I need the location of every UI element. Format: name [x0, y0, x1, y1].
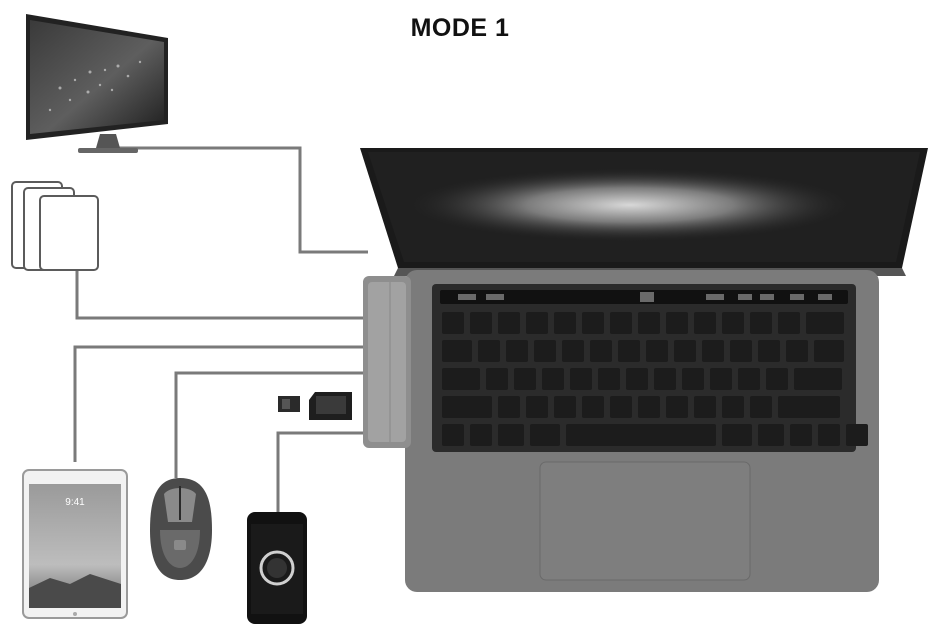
keyboard-key — [570, 368, 592, 390]
keyboard-key — [498, 396, 520, 418]
keyboard-key — [846, 424, 868, 446]
keyboard-key — [470, 312, 492, 334]
keyboard-key — [498, 424, 524, 446]
tablet-clock: 9:41 — [65, 497, 85, 508]
keyboard-key — [442, 312, 464, 334]
keyboard-key — [526, 312, 548, 334]
keyboard-key — [778, 396, 840, 418]
keyboard-key — [710, 368, 732, 390]
keyboard-key — [722, 396, 744, 418]
smartphone-icon — [247, 512, 307, 624]
keyboard-key — [486, 368, 508, 390]
keyboard-key — [566, 424, 716, 446]
keyboard — [442, 312, 868, 446]
keyboard-key — [738, 368, 760, 390]
keyboard-key — [702, 340, 724, 362]
keyboard-key — [610, 396, 632, 418]
tablet-icon: 9:41 — [22, 469, 128, 619]
keyboard-key — [542, 368, 564, 390]
keyboard-key — [818, 424, 840, 446]
keyboard-key — [498, 312, 520, 334]
keyboard-key — [442, 368, 480, 390]
keyboard-key — [694, 312, 716, 334]
keyboard-key — [478, 340, 500, 362]
keyboard-key — [442, 340, 472, 362]
keyboard-key — [778, 312, 800, 334]
keyboard-key — [554, 312, 576, 334]
keyboard-key — [582, 396, 604, 418]
cable-monitor — [110, 146, 368, 254]
keyboard-key — [790, 424, 812, 446]
keyboard-key — [610, 312, 632, 334]
keyboard-key — [722, 424, 752, 446]
keyboard-key — [666, 312, 688, 334]
keyboard-key — [694, 396, 716, 418]
keyboard-key — [766, 368, 788, 390]
keyboard-key — [794, 368, 842, 390]
keyboard-key — [722, 312, 744, 334]
usb-c-hub-icon — [363, 276, 411, 448]
cable-mouse — [174, 371, 368, 478]
monitor-icon — [26, 14, 168, 153]
keyboard-key — [786, 340, 808, 362]
keyboard-key — [554, 396, 576, 418]
keyboard-key — [758, 340, 780, 362]
keyboard-key — [638, 396, 660, 418]
keyboard-key — [654, 368, 676, 390]
keyboard-key — [758, 424, 784, 446]
keyboard-key — [470, 424, 492, 446]
keyboard-key — [750, 396, 772, 418]
keyboard-key — [534, 340, 556, 362]
keyboard-key — [562, 340, 584, 362]
keyboard-key — [682, 368, 704, 390]
keyboard-key — [582, 312, 604, 334]
keyboard-key — [638, 312, 660, 334]
cable-tablet — [73, 345, 368, 462]
sd-card-icon — [278, 392, 352, 420]
cable-hard-drive — [75, 268, 368, 320]
laptop-icon — [360, 148, 928, 592]
keyboard-key — [646, 340, 668, 362]
keyboard-key — [590, 340, 612, 362]
cable-phone — [276, 431, 368, 512]
mode-title: MODE 1 — [410, 14, 510, 42]
keyboard-key — [442, 396, 492, 418]
keyboard-key — [442, 424, 464, 446]
hard-drive-icon — [11, 181, 99, 271]
keyboard-key — [674, 340, 696, 362]
keyboard-key — [598, 368, 620, 390]
keyboard-key — [530, 424, 560, 446]
keyboard-key — [666, 396, 688, 418]
keyboard-key — [618, 340, 640, 362]
keyboard-key — [506, 340, 528, 362]
cables — [73, 146, 368, 512]
keyboard-key — [814, 340, 844, 362]
mouse-icon — [150, 478, 212, 580]
keyboard-key — [806, 312, 844, 334]
keyboard-key — [730, 340, 752, 362]
keyboard-key — [626, 368, 648, 390]
keyboard-key — [526, 396, 548, 418]
keyboard-key — [750, 312, 772, 334]
keyboard-key — [514, 368, 536, 390]
